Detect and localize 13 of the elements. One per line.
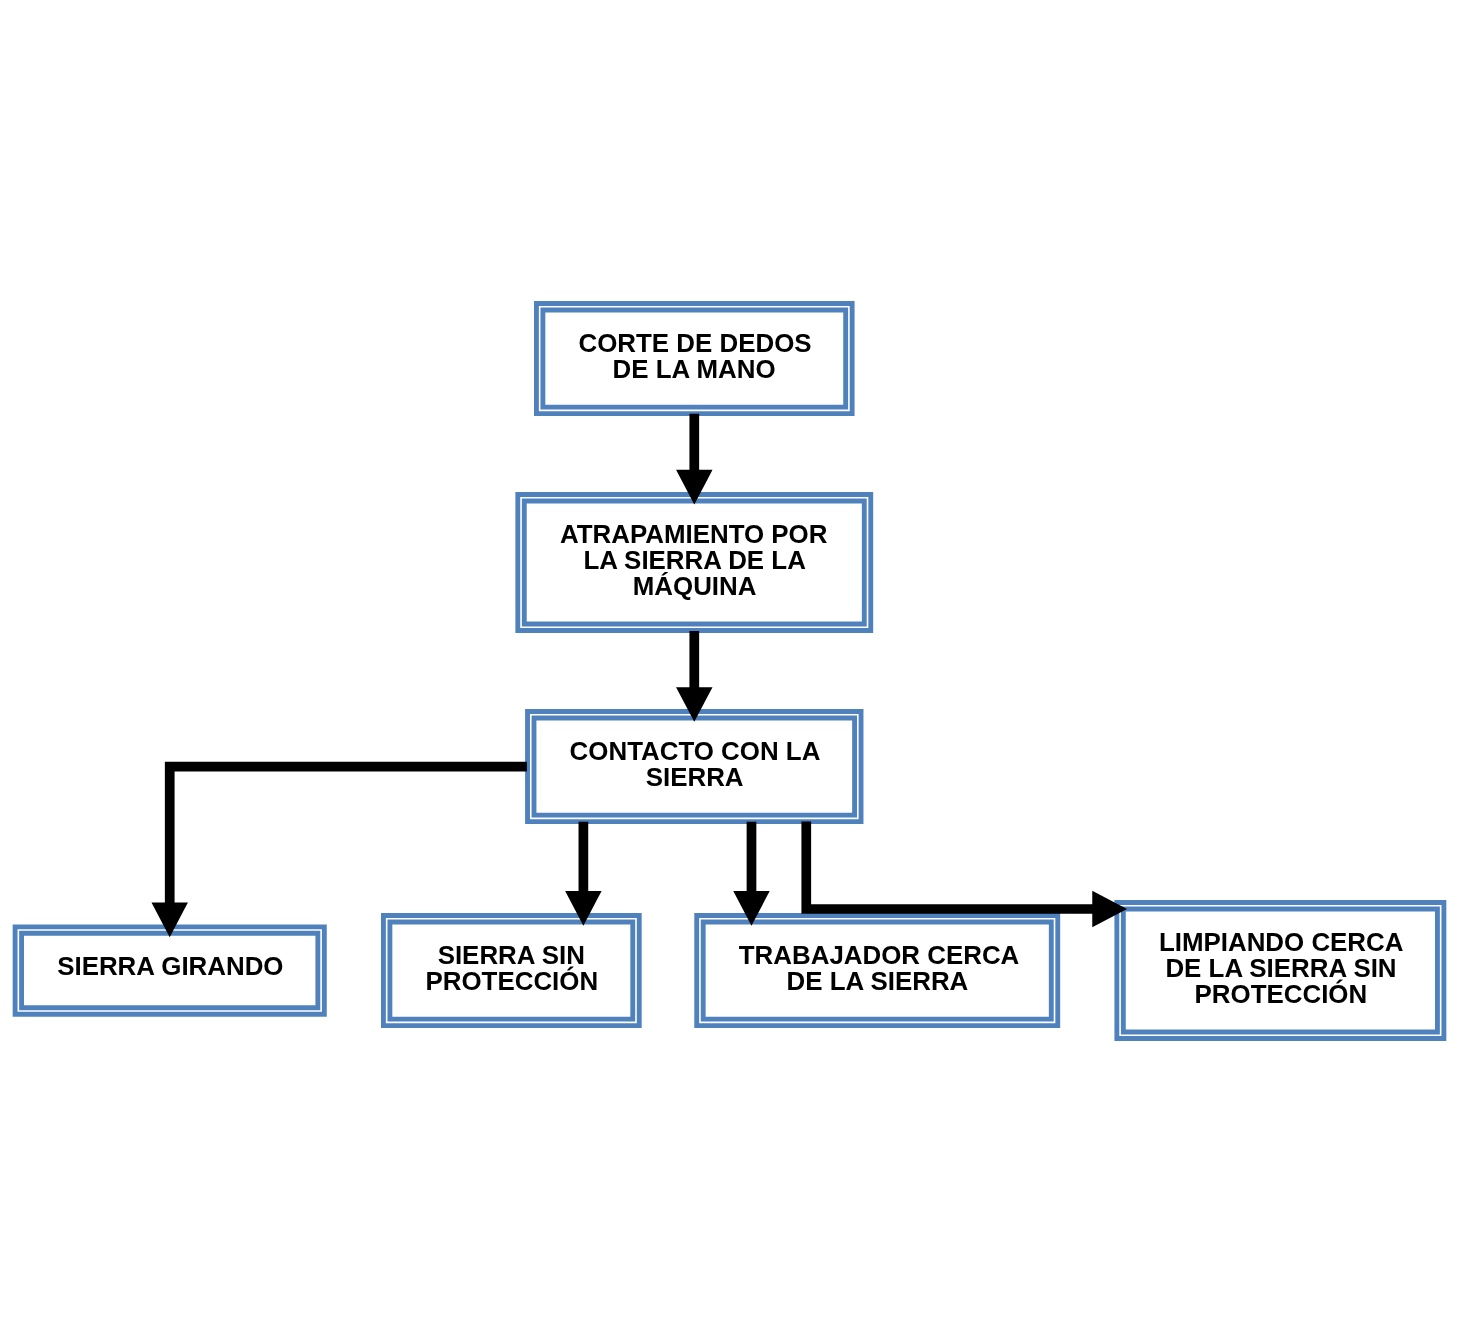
- arrow: [801, 821, 1127, 927]
- node-box: LIMPIANDO CERCA DE LA SIERRA SIN PROTECCIÓN: [1114, 899, 1447, 1041]
- arrow: [676, 630, 713, 722]
- node-box: TRABAJADOR CERCA DE LA SIERRA: [694, 912, 1061, 1028]
- node-box: SIERRA SIN PROTECCIÓN: [381, 912, 642, 1028]
- node-box: CONTACTO CON LA SIERRA: [525, 708, 864, 824]
- arrow: [565, 821, 602, 926]
- arrow: [733, 821, 770, 926]
- node-box: CORTE DE DEDOS DE LA MANO: [534, 300, 855, 416]
- arrow: [151, 761, 527, 937]
- node-box: ATRAPAMIENTO POR LA SIERRA DE LA MÁQUINA: [515, 491, 874, 633]
- node-box: SIERRA GIRANDO: [12, 923, 327, 1017]
- arrow: [676, 413, 713, 505]
